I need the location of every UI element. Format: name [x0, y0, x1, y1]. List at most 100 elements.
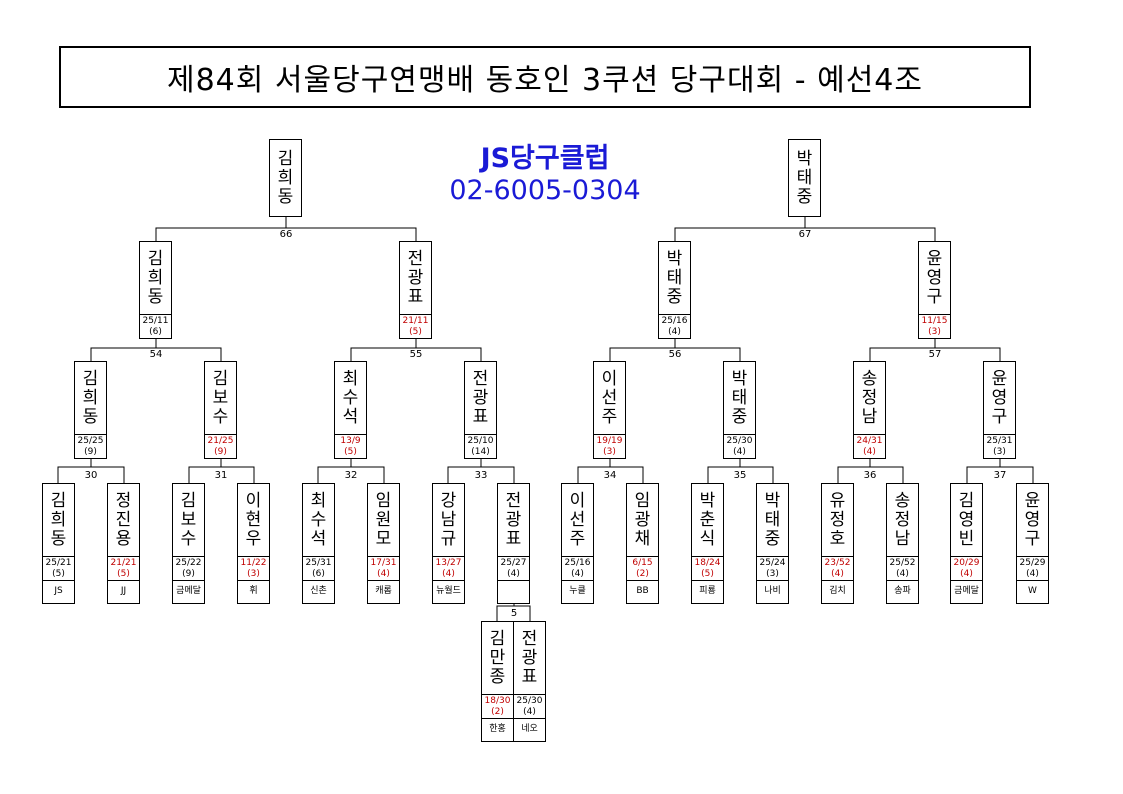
match-number: 54 — [149, 349, 163, 360]
player-club: 한홍 — [482, 718, 513, 741]
player-score: 11/22(3) — [238, 556, 269, 580]
player-score: 25/25(9) — [75, 434, 106, 458]
player-score: 20/29(4) — [951, 556, 982, 580]
match-number: 67 — [798, 229, 812, 240]
match-number: 33 — [474, 470, 488, 481]
player-club: 금메달 — [951, 580, 982, 603]
player-score: 24/31(4) — [854, 434, 885, 458]
player-club: 김치 — [822, 580, 853, 603]
match-number: 36 — [863, 470, 877, 481]
player-score: 25/24(3) — [757, 556, 788, 580]
player-score: 25/10(14) — [465, 434, 496, 458]
player-club: JJ — [108, 580, 139, 603]
player-club: 네오 — [514, 718, 545, 741]
player-score: 18/30(2) — [482, 694, 513, 718]
match-number: 34 — [603, 470, 617, 481]
player-club: 금메달 — [173, 580, 204, 603]
player-score: 18/24(5) — [692, 556, 723, 580]
player-score: 21/11(5) — [400, 314, 431, 338]
player-score: 17/31(4) — [368, 556, 399, 580]
match-number: 32 — [344, 470, 358, 481]
player-score: 13/9(5) — [335, 434, 366, 458]
player-score: 21/21(5) — [108, 556, 139, 580]
club-info: JS당구클럽 02-6005-0304 — [400, 143, 690, 207]
player-score: 25/11(6) — [140, 314, 171, 338]
match-number: 57 — [928, 349, 942, 360]
player-club: JS — [43, 580, 74, 603]
match-number: 5 — [510, 608, 518, 619]
player-score: 13/27(4) — [433, 556, 464, 580]
club-name: JS당구클럽 — [480, 143, 610, 174]
match-number: 66 — [279, 229, 293, 240]
player-club: 송파 — [887, 580, 918, 603]
page-title: 제84회 서울당구연맹배 동호인 3쿠션 당구대회 - 예선4조 — [167, 63, 923, 98]
player-club: 뉴월드 — [433, 580, 464, 603]
player-score: 25/22(9) — [173, 556, 204, 580]
player-score: 25/31(6) — [303, 556, 334, 580]
player-club — [498, 580, 529, 603]
match-number: 56 — [668, 349, 682, 360]
match-number: 31 — [214, 470, 228, 481]
player-score: 11/15(3) — [919, 314, 950, 338]
player-score: 25/21(5) — [43, 556, 74, 580]
player-score: 25/16(4) — [659, 314, 690, 338]
match-number: 37 — [993, 470, 1007, 481]
player-score: 25/16(4) — [562, 556, 593, 580]
match-number: 30 — [84, 470, 98, 481]
player-club: 신촌 — [303, 580, 334, 603]
player-club: W — [1017, 580, 1048, 603]
player-score: 25/31(3) — [984, 434, 1015, 458]
player-score: 6/15(2) — [627, 556, 658, 580]
club-phone: 02-6005-0304 — [449, 175, 641, 206]
player-club: BB — [627, 580, 658, 603]
player-score: 19/19(3) — [594, 434, 625, 458]
player-score: 23/52(4) — [822, 556, 853, 580]
